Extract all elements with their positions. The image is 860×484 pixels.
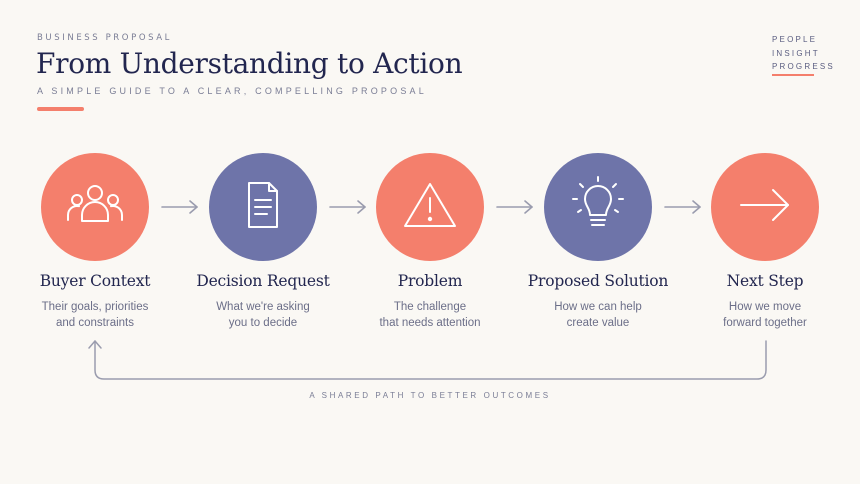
step-description: What we're asking you to decide [188, 299, 338, 331]
brand-line-3: PROGRESS [772, 62, 835, 71]
arrow-right-icon [738, 185, 792, 230]
step-next-step: Next Step How we move forward together [690, 153, 840, 331]
step-circle [376, 153, 484, 261]
step-circle [41, 153, 149, 261]
connector-arrow-3 [496, 200, 533, 214]
step-desc-line: you to decide [228, 317, 298, 329]
step-decision-request: Decision Request What we're asking you t… [188, 153, 338, 331]
step-problem: Problem The challenge that needs attenti… [355, 153, 505, 331]
document-icon [243, 180, 283, 235]
step-title: Next Step [726, 272, 804, 290]
step-desc-line: How we can help [554, 301, 642, 313]
page-subtitle: A SIMPLE GUIDE TO A CLEAR, COMPELLING PR… [37, 86, 427, 96]
warning-icon [402, 180, 458, 235]
step-desc-line: and constraints [56, 317, 134, 329]
step-buyer-context: Buyer Context Their goals, priorities an… [20, 153, 170, 331]
brand-line-1: PEOPLE [772, 35, 818, 44]
step-title: Buyer Context [39, 272, 151, 290]
step-circle [711, 153, 819, 261]
connector-arrow-1 [161, 200, 198, 214]
lightbulb-icon [568, 175, 628, 240]
brand-tagline: PEOPLE INSIGHT PROGRESS [772, 33, 835, 74]
step-title: Proposed Solution [527, 272, 669, 290]
step-title: Decision Request [196, 272, 330, 290]
step-description: How we move forward together [690, 299, 840, 331]
loop-label: A SHARED PATH TO BETTER OUTCOMES [309, 391, 551, 400]
brand-line-2: INSIGHT [772, 48, 820, 58]
step-description: How we can help create value [523, 299, 673, 331]
step-circle [544, 153, 652, 261]
people-group-icon [65, 180, 125, 235]
step-desc-line: What we're asking [216, 301, 310, 313]
step-desc-line: that needs attention [379, 317, 481, 329]
step-proposed-solution: Proposed Solution How we can help create… [523, 153, 673, 331]
step-description: Their goals, priorities and constraints [20, 299, 170, 331]
step-desc-line: create value [566, 317, 630, 329]
title-accent-bar [37, 107, 84, 111]
brand-underline [772, 74, 814, 76]
connector-arrow-4 [664, 200, 701, 214]
step-desc-line: The challenge [393, 301, 467, 313]
step-desc-line: Their goals, priorities [41, 301, 149, 313]
eyebrow-label: BUSINESS PROPOSAL [37, 33, 173, 43]
step-circle [209, 153, 317, 261]
step-desc-line: How we move [728, 301, 802, 313]
step-description: The challenge that needs attention [355, 299, 505, 331]
connector-arrow-2 [329, 200, 366, 214]
step-desc-line: forward together [723, 317, 807, 329]
page-title: From Understanding to Action [36, 47, 463, 80]
step-title: Problem [397, 272, 463, 290]
